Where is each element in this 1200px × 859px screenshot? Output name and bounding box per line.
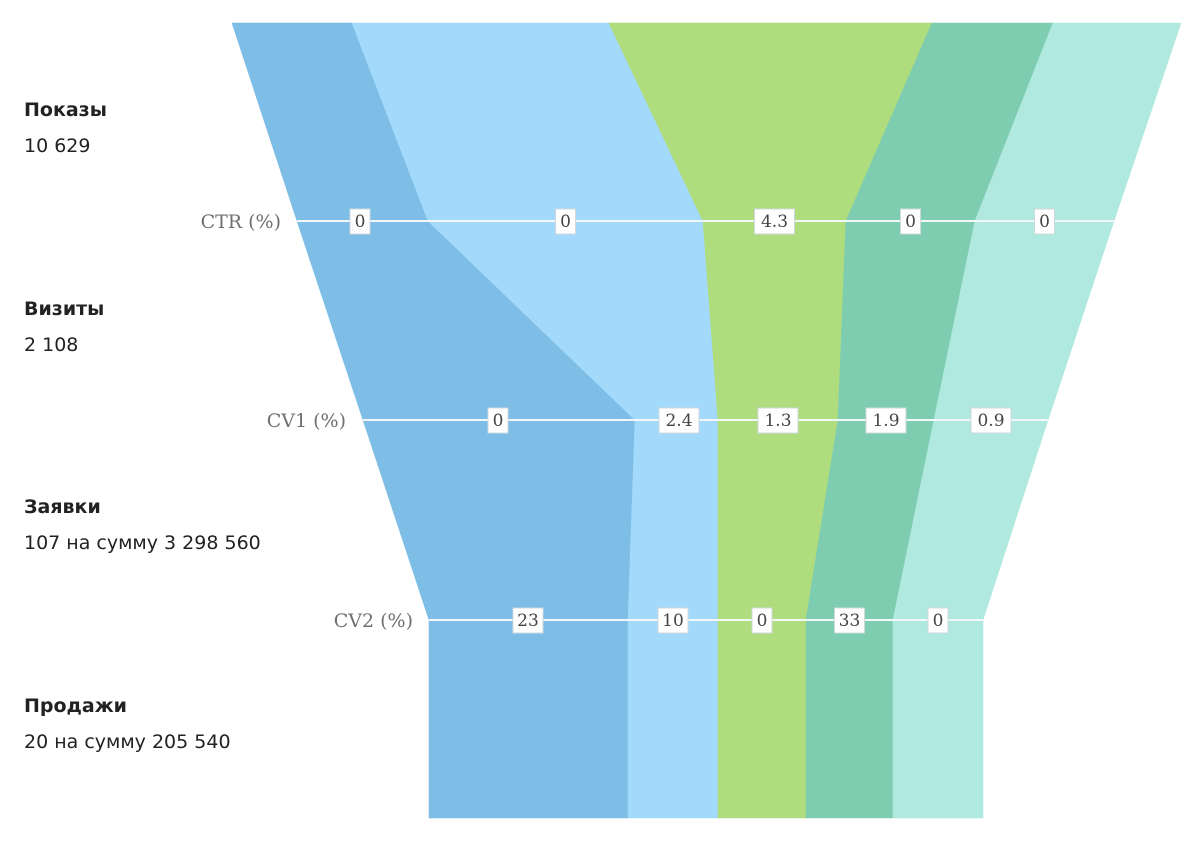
rate-value-box: 0.9 [970,407,1012,434]
rate-value-background [658,407,700,434]
rate-value-label: 2.4 [665,411,692,431]
rate-value-box: 10 [657,607,689,634]
rate-value-background [751,607,773,634]
rate-value-box: 0 [487,407,509,434]
rate-value-background [757,407,799,434]
stage-list: Показы 10 629 Визиты 2 108 Заявки 107 на… [0,0,300,859]
rate-value-box: 33 [834,607,865,634]
rate-value-label: 1.9 [872,411,899,431]
rate-value-label: 0.9 [977,411,1004,431]
rate-value-box: 23 [512,607,544,634]
stage-value: 107 на сумму 3 298 560 [24,532,261,554]
funnel-segment-4-2 [627,619,719,819]
funnel-segment-4-5 [892,619,984,819]
stage-name: Продажи [24,695,127,717]
rate-value-background [970,407,1012,434]
rate-value-background [512,607,544,634]
rate-value-background [487,407,509,434]
stage-sales: Продажи 20 на сумму 205 540 [24,695,231,753]
rate-value-background [754,208,795,235]
rate-value-box: 0 [555,208,576,235]
rate-label: CV1 (%) [267,410,346,432]
rate-value-label: 0 [933,611,944,631]
rate-value-background [900,208,921,235]
rate-value-label: 0 [757,611,768,631]
rate-value-background [555,208,576,235]
stage-name: Показы [24,99,107,121]
funnel-segment-4-4 [805,619,894,819]
rate-value-label: 10 [662,611,684,631]
rate-value-box: 0 [900,208,921,235]
rate-value-label: 33 [839,611,861,631]
funnel-segment-3-2 [627,419,719,621]
rate-value-box: 0 [1034,208,1055,235]
stage-visits: Визиты 2 108 [24,298,104,356]
rate-value-background [349,208,371,235]
rate-value-background [657,607,689,634]
stage-value: 2 108 [24,334,79,356]
stage-impressions: Показы 10 629 [24,99,107,157]
rate-value-box: 2.4 [658,407,700,434]
rate-value-box: 0 [349,208,371,235]
rate-value-box: 0 [751,607,773,634]
rate-value-background [865,407,907,434]
rate-value-box: 0 [927,607,949,634]
rate-value-label: 23 [517,611,539,631]
stage-name: Заявки [24,496,101,518]
funnel-segment-4-3 [717,619,807,819]
rate-value-label: 0 [1039,212,1050,232]
stage-value: 10 629 [24,135,91,157]
rate-value-label: 0 [493,411,504,431]
rate-label: CV2 (%) [334,610,413,632]
rate-value-label: 4.3 [761,212,788,232]
rate-label: CTR (%) [201,211,281,233]
funnel-segment-2-3 [702,220,847,421]
rate-value-box: 1.3 [757,407,799,434]
rate-value-background [927,607,949,634]
funnel-segment-4-1 [428,619,629,819]
rate-value-box: 1.9 [865,407,907,434]
funnel-segment-3-1 [362,419,636,621]
rate-value-box: 4.3 [754,208,795,235]
stage-name: Визиты [24,298,105,320]
rate-value-label: 1.3 [764,411,791,431]
rate-value-background [834,607,865,634]
stage-requests: Заявки 107 на сумму 3 298 560 [24,496,261,554]
stage-value: 20 на сумму 205 540 [24,731,231,753]
rate-value-label: 0 [560,212,571,232]
rate-value-background [1034,208,1055,235]
rate-value-label: 0 [355,212,366,232]
rate-value-label: 0 [905,212,916,232]
